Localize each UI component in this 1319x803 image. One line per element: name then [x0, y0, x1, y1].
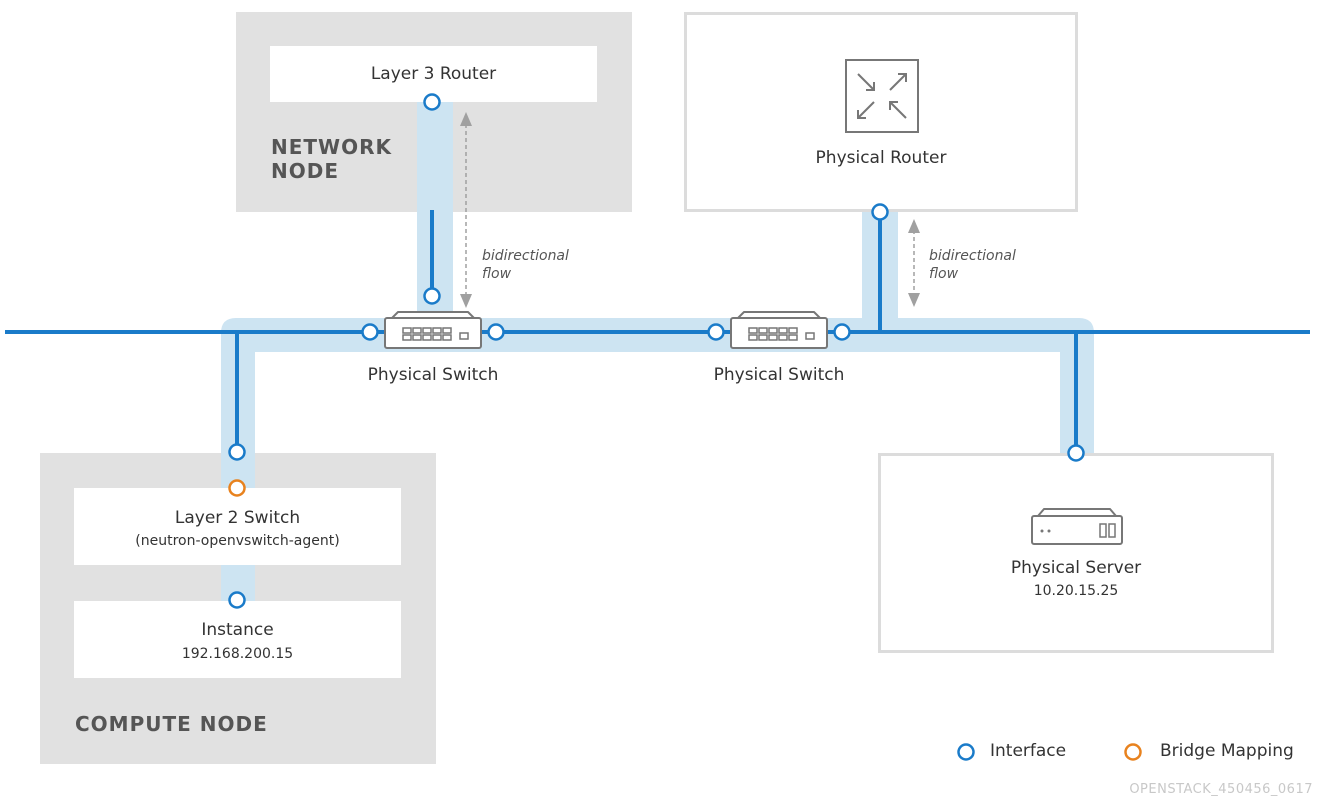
layer3-router-label: Layer 3 Router [370, 64, 497, 84]
bridge-mapping-l2switch [228, 479, 246, 497]
network-node-title-line2: NODE [271, 159, 340, 183]
traffic-highlight [221, 102, 1094, 601]
network-node-title: NETWORK NODE [271, 135, 392, 183]
layer3-router [270, 46, 597, 102]
switch-icon-right [730, 311, 828, 349]
interface-switch-left-in [361, 323, 379, 341]
server-icon [1031, 508, 1123, 545]
flow-label-left: bidirectional flow [482, 247, 569, 283]
physical-server-ip: 10.20.15.25 [1033, 583, 1119, 599]
network-node-title-line1: NETWORK [271, 135, 393, 159]
flow-arrow-right [908, 219, 920, 307]
legend-bridge-mapping-icon [1124, 743, 1142, 761]
flow-right-line2: flow [929, 266, 959, 282]
interface-instance [228, 591, 246, 609]
flow-label-right: bidirectional flow [929, 247, 1016, 283]
legend-interface-icon [957, 743, 975, 761]
instance-ip: 192.168.200.15 [181, 646, 294, 662]
switch-left-label: Physical Switch [367, 365, 499, 385]
compute-node-title: COMPUTE NODE [75, 712, 268, 736]
switch-right-label: Physical Switch [713, 365, 845, 385]
interface-physical-router [871, 203, 889, 221]
highlight-router-drop [417, 102, 453, 320]
interface-markers [228, 93, 1085, 761]
highlight-main-path [221, 318, 1094, 453]
router-icon [845, 59, 919, 133]
interface-compute-uplink [228, 443, 246, 461]
interface-switch-right-in [707, 323, 725, 341]
physical-server-box [878, 453, 1274, 653]
flow-arrow-left [460, 112, 472, 308]
layer2-switch-sublabel: (neutron-openvswitch-agent) [135, 533, 340, 549]
physical-server-label: Physical Server [1010, 558, 1142, 578]
legend-interface-label: Interface [990, 741, 1067, 761]
instance-label: Instance [201, 620, 274, 640]
physical-router-label: Physical Router [815, 148, 947, 168]
interface-switch-left-out [487, 323, 505, 341]
network-lines [5, 210, 1310, 452]
instance-box [74, 601, 401, 678]
legend-bridge-mapping-label: Bridge Mapping [1160, 741, 1294, 761]
interface-l3router-switch [423, 287, 441, 305]
bridge-mapping-markers [228, 479, 1142, 761]
layer2-switch-label: Layer 2 Switch [174, 508, 301, 528]
interface-l3router [423, 93, 441, 111]
interface-physical-server [1067, 444, 1085, 462]
flow-left-line1: bidirectional [482, 248, 569, 264]
flow-left-line2: flow [482, 266, 512, 282]
figure-id: OPENSTACK_450456_0617 [1129, 782, 1313, 797]
layer2-switch [74, 488, 401, 565]
interface-switch-right-out [833, 323, 851, 341]
flow-right-line1: bidirectional [929, 248, 1016, 264]
switch-icon-left [384, 311, 482, 349]
